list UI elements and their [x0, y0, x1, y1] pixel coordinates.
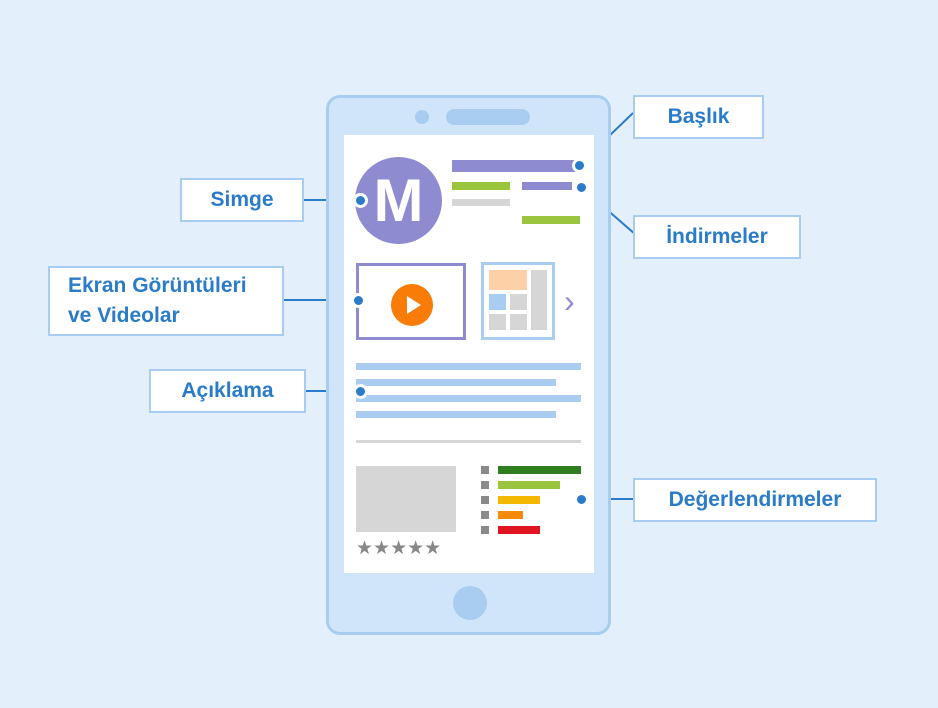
callout-icon-label: Simge — [210, 188, 274, 211]
app-listing-screen: M › ★★★★★ — [344, 135, 594, 573]
rating-image-placeholder — [356, 466, 456, 532]
chevron-right-icon: › — [564, 283, 575, 319]
screenshot-cell — [489, 294, 506, 310]
divider — [356, 440, 581, 443]
phone-camera — [415, 110, 429, 124]
callout-icon: Simge — [180, 178, 304, 222]
callout-downloads: İndirmeler — [633, 215, 801, 259]
callout-description: Açıklama — [149, 369, 306, 413]
rating-level-marker — [481, 466, 489, 474]
developer-bar — [452, 182, 510, 190]
screenshot-cell — [510, 314, 527, 330]
screenshot-cell — [531, 270, 547, 330]
app-icon: M — [355, 157, 442, 244]
callout-title-label: Başlık — [667, 105, 730, 128]
anchor-dot-icon — [353, 193, 368, 208]
rating-level-marker — [481, 526, 489, 534]
title-bar — [452, 160, 580, 172]
rating-level-marker — [481, 511, 489, 519]
phone-home-button — [453, 586, 487, 620]
callout-title: Başlık — [633, 95, 764, 139]
callout-screenshots: Ekran Görüntüleri ve Videolar — [48, 266, 284, 336]
phone-speaker — [446, 109, 530, 125]
description-line — [356, 363, 581, 370]
rating-level-marker — [481, 496, 489, 504]
app-icon-letter: M — [373, 166, 424, 234]
callout-ratings: Değerlendirmeler — [633, 478, 877, 522]
description-line — [356, 411, 556, 418]
description-line — [356, 395, 581, 402]
screenshot-thumbnail — [481, 262, 555, 340]
anchor-dot-screenshots — [351, 293, 366, 308]
anchor-dot-title — [572, 158, 587, 173]
video-thumbnail — [356, 263, 466, 340]
rating-bar-3 — [498, 496, 540, 504]
screenshot-cell — [489, 270, 527, 290]
rating-bar-1 — [498, 526, 540, 534]
anchor-dot-ratings — [574, 492, 589, 507]
install-bar — [522, 216, 580, 224]
anchor-dot-downloads — [574, 180, 589, 195]
rating-bar-5 — [498, 466, 581, 474]
rating-bar-2 — [498, 511, 523, 519]
rating-bar-4 — [498, 481, 560, 489]
description-line — [356, 379, 556, 386]
callout-screenshots-label-line1: Ekran Görüntüleri — [68, 273, 247, 297]
downloads-bar — [522, 182, 572, 190]
callout-description-label: Açıklama — [181, 379, 274, 402]
rating-level-marker — [481, 481, 489, 489]
callout-screenshots-label-line2: ve Videolar — [68, 304, 180, 327]
screenshot-cell — [489, 314, 506, 330]
play-icon — [391, 284, 433, 326]
callout-downloads-label: İndirmeler — [666, 225, 768, 248]
anchor-dot-description — [353, 384, 368, 399]
star-rating-icon: ★★★★★ — [356, 538, 442, 559]
phone-frame: M › ★★★★★ — [326, 95, 611, 635]
callout-ratings-label: Değerlendirmeler — [668, 488, 842, 511]
screenshot-cell — [510, 294, 527, 310]
category-bar — [452, 199, 510, 206]
